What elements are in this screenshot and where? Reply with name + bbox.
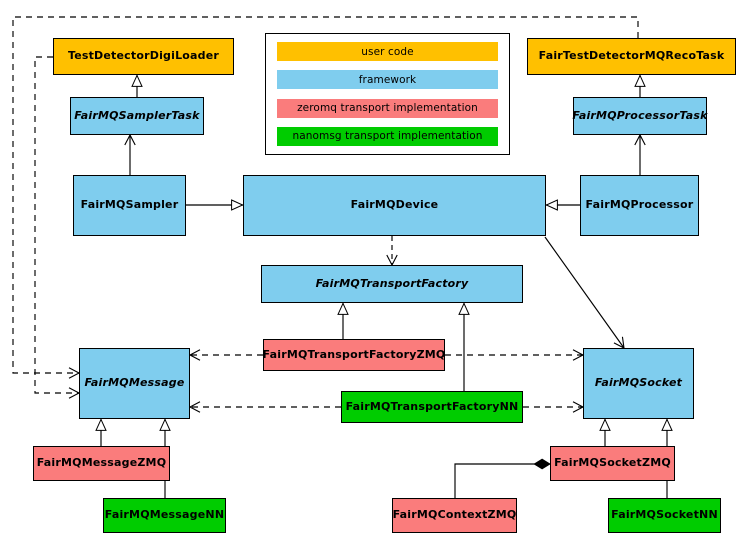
edge-device-to-socket [544, 236, 625, 349]
class-box-label: FairMQTransportFactory [315, 276, 469, 290]
class-box-label: FairMQSamplerTask [74, 108, 200, 122]
edge-contextzmq-to-socketzmq [454, 464, 550, 498]
class-box-label: TestDetectorDigiLoader [67, 49, 220, 63]
legend-item-zeromq-label: zeromq transport implementation [297, 102, 478, 115]
class-box-fairmqprocessortask[interactable]: FairMQProcessorTask [572, 97, 708, 135]
class-box-fairmqsocketnn[interactable]: FairMQSocketNN [608, 498, 721, 533]
class-box-label: FairMQProcessorTask [572, 108, 708, 122]
legend-item-framework-label: framework [358, 73, 417, 86]
class-box-label: FairMQSocketNN [611, 508, 718, 522]
class-box-testdetectordigiloader[interactable]: TestDetectorDigiLoader [53, 38, 234, 75]
class-box-label: FairMQProcessor [585, 198, 694, 212]
class-box-fairtestdetectormqrecotask[interactable]: FairTestDetectorMQRecoTask [527, 38, 736, 75]
class-box-fairmqprocessor[interactable]: FairMQProcessor [580, 175, 699, 236]
class-box-fairmqmessagenn[interactable]: FairMQMessageNN [103, 498, 226, 533]
legend-item-user-code: user code [277, 42, 498, 61]
class-box-fairmqmessage[interactable]: FairMQMessage [79, 348, 190, 419]
class-box-fairmqmessagezmq[interactable]: FairMQMessageZMQ [33, 446, 170, 481]
class-box-fairmqtransportfactoryzmq[interactable]: FairMQTransportFactoryZMQ [263, 339, 445, 371]
class-box-fairmqsocket[interactable]: FairMQSocket [583, 348, 694, 419]
legend-item-user-code-label: user code [361, 45, 414, 58]
class-box-label: FairMQSampler [80, 198, 179, 212]
class-box-fairmqsampler[interactable]: FairMQSampler [73, 175, 186, 236]
class-box-label: FairMQSocket [594, 376, 683, 390]
class-box-fairmqtransportfactorynn[interactable]: FairMQTransportFactoryNN [341, 391, 523, 423]
class-box-label: FairMQMessageNN [104, 508, 225, 522]
class-box-label: FairMQTransportFactoryZMQ [262, 347, 446, 361]
legend-item-zeromq: zeromq transport implementation [277, 98, 498, 118]
legend-item-nanomsg-label: nanomsg transport implementation [292, 130, 483, 143]
class-box-fairmqtransportfactory[interactable]: FairMQTransportFactory [261, 265, 523, 303]
class-box-label: FairMQTransportFactoryNN [345, 399, 519, 413]
class-box-label: FairTestDetectorMQRecoTask [538, 49, 725, 63]
class-box-fairmqsocketzmq[interactable]: FairMQSocketZMQ [550, 446, 675, 481]
class-box-fairmqcontextzmq[interactable]: FairMQContextZMQ [392, 498, 517, 533]
class-box-fairmqsamplertask[interactable]: FairMQSamplerTask [70, 97, 204, 135]
class-box-label: FairMQMessageZMQ [36, 456, 167, 470]
legend: user code framework zeromq transport imp… [265, 33, 510, 155]
class-box-label: FairMQMessage [84, 376, 185, 390]
class-box-label: FairMQSocketZMQ [554, 456, 671, 470]
class-box-fairmqdevice[interactable]: FairMQDevice [243, 175, 546, 236]
class-box-label: FairMQContextZMQ [392, 508, 517, 522]
legend-item-framework: framework [277, 70, 498, 90]
class-box-label: FairMQDevice [350, 198, 439, 212]
legend-item-nanomsg: nanomsg transport implementation [277, 126, 498, 146]
